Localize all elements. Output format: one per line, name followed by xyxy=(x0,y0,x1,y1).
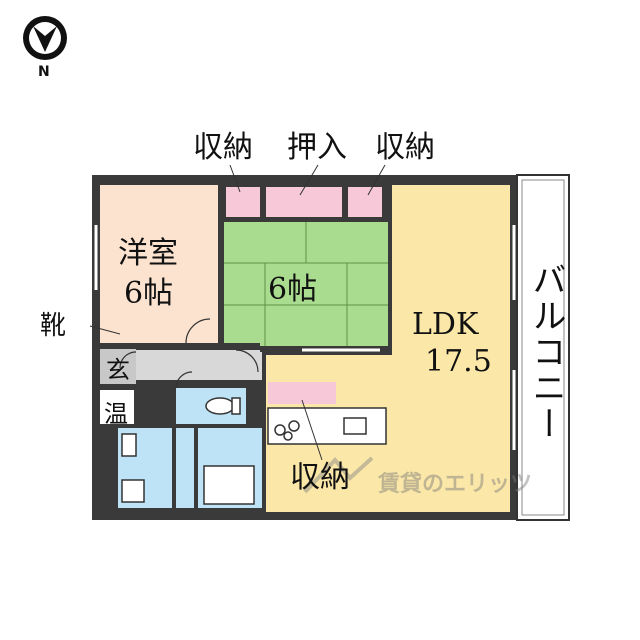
label-storage-right: 収納 xyxy=(375,130,435,165)
label-ldk-size: 17.5 xyxy=(425,344,492,379)
label-japanese-room-size: 6帖 xyxy=(268,272,318,307)
watermark-text: 賃貸のエリッツ xyxy=(378,472,533,497)
storage-top-right xyxy=(348,187,382,217)
storage-top-left xyxy=(226,187,260,217)
stove-icon xyxy=(274,420,300,441)
western-room xyxy=(100,185,218,343)
water-heater-space xyxy=(100,390,134,424)
windows xyxy=(94,225,516,450)
label-ldk-name: LDK xyxy=(412,307,479,342)
sink-icon xyxy=(343,417,367,435)
label-balcony: バルコニー xyxy=(526,262,566,442)
label-western-room-name: 洋室 xyxy=(118,236,178,271)
storage-kitchen xyxy=(268,382,336,404)
label-entrance: 玄 xyxy=(106,356,130,384)
leader-lines xyxy=(89,164,386,461)
balcony-area xyxy=(516,174,570,521)
watermark-logo-icon xyxy=(303,456,374,494)
bathtub-icon xyxy=(203,465,255,505)
toilet-icon xyxy=(205,397,241,415)
label-oshiire: 押入 xyxy=(287,130,347,165)
washbasin-icon xyxy=(121,433,145,503)
label-water-heater: 温 xyxy=(104,400,128,428)
label-storage-bottom: 収納 xyxy=(290,460,350,495)
label-storage-left: 収納 xyxy=(193,130,253,165)
compass-north-label: N xyxy=(38,64,50,80)
tatami-lines xyxy=(224,222,388,346)
label-western-room-size: 6帖 xyxy=(124,276,174,311)
entrance xyxy=(100,348,136,384)
label-shoes: 靴 xyxy=(40,311,67,341)
oshiire-closet xyxy=(266,187,342,217)
door-swings xyxy=(119,318,259,389)
compass-icon xyxy=(23,16,67,60)
